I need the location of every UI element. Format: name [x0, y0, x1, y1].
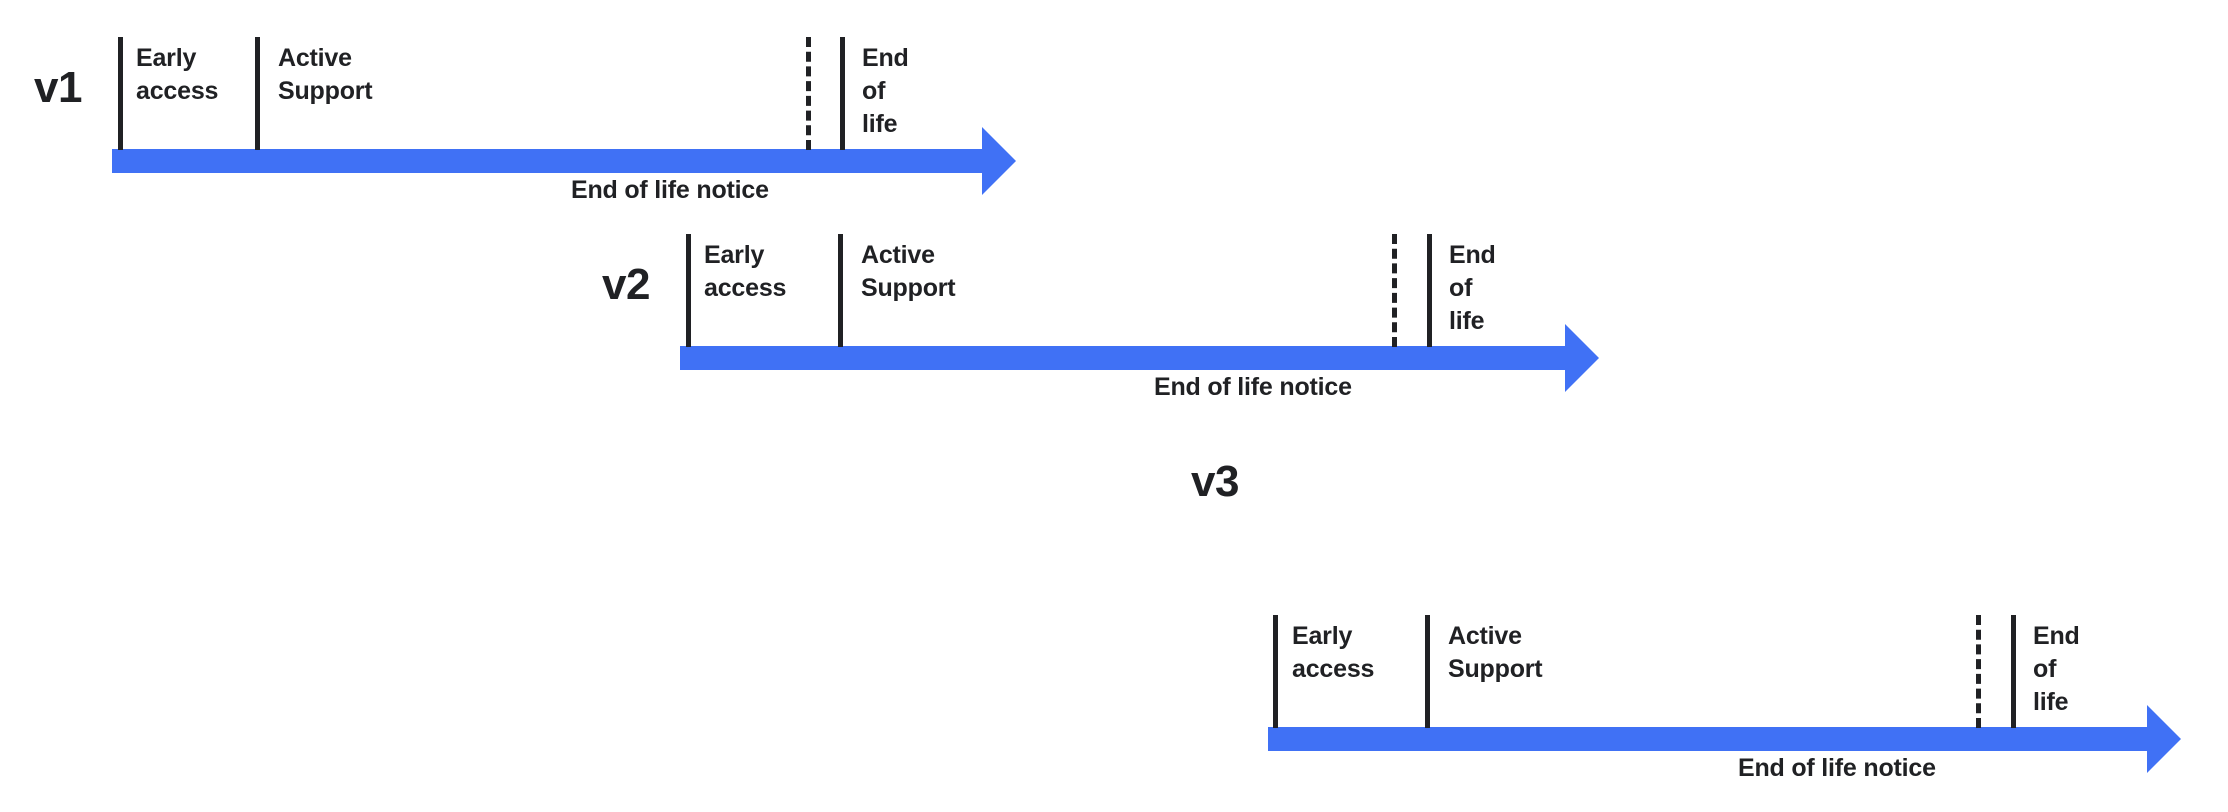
tick-solid-v2-1: [838, 234, 843, 347]
phase-label-v3-1: Active Support: [1448, 622, 1543, 683]
tick-solid-v3-0: [1273, 615, 1278, 728]
timeline-arrowhead-v3: [2090, 705, 2181, 773]
end-of-life-notice-label-v1: End of life notice: [571, 176, 769, 204]
end-of-life-notice-label-v3: End of life notice: [1738, 754, 1936, 782]
tick-solid-v3-3: [2011, 615, 2016, 728]
timeline-arrowhead-v2: [1508, 324, 1599, 392]
phase-label-v1-0: Early access: [136, 44, 219, 105]
version-label-v1: v1: [34, 63, 82, 112]
tick-dashed-v2-2: [1392, 234, 1397, 347]
phase-label-v3-2: End of life: [2033, 622, 2080, 716]
tick-solid-v2-0: [686, 234, 691, 347]
tick-solid-v1-0: [118, 37, 123, 150]
phase-label-v2-0: Early access: [704, 241, 787, 302]
phase-label-v1-1: Active Support: [278, 44, 373, 105]
phase-label-v1-2: End of life: [862, 44, 909, 138]
phase-label-v2-2: End of life: [1449, 241, 1496, 335]
timeline-arrowhead-v1: [926, 127, 1016, 195]
phase-label-v3-0: Early access: [1292, 622, 1375, 683]
tick-solid-v2-3: [1427, 234, 1432, 347]
version-label-v3: v3: [1191, 457, 1239, 506]
phase-label-v2-1: Active Support: [861, 241, 956, 302]
timeline-bar-v2: [680, 346, 1542, 370]
tick-solid-v1-1: [255, 37, 260, 150]
end-of-life-notice-label-v2: End of life notice: [1154, 373, 1352, 401]
tick-solid-v3-1: [1425, 615, 1430, 728]
timeline-bar-v3: [1268, 727, 2124, 751]
timeline-bar-v1: [112, 149, 960, 173]
tick-solid-v1-3: [840, 37, 845, 150]
tick-dashed-v1-2: [806, 37, 811, 150]
tick-dashed-v3-2: [1976, 615, 1981, 728]
version-label-v2: v2: [602, 260, 650, 309]
